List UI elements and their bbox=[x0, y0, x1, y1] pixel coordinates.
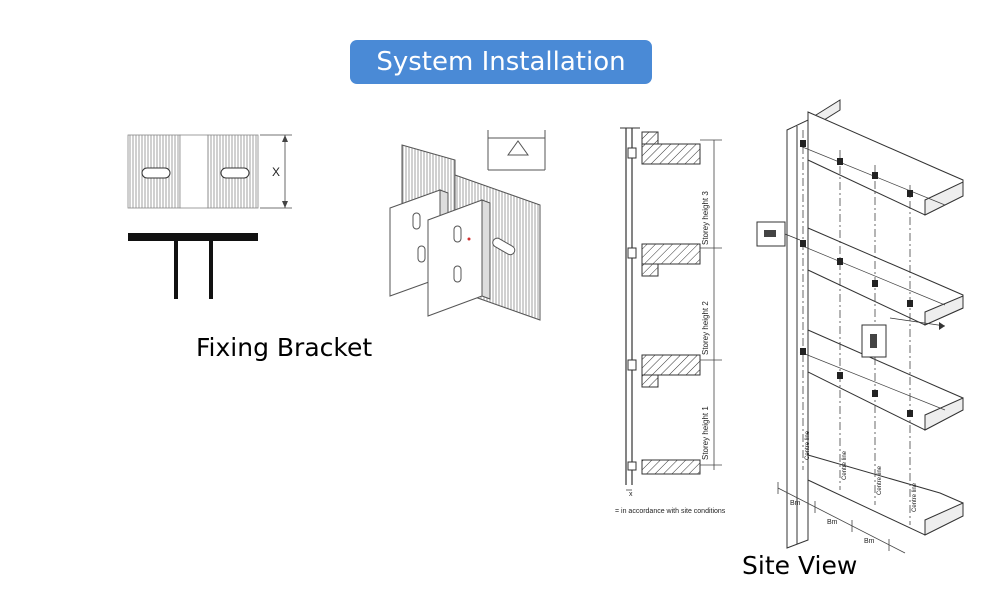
bracket-isometric-view bbox=[389, 130, 546, 321]
centre-line-label-4: Centre line bbox=[912, 482, 918, 512]
bracket-front-view: X bbox=[127, 134, 292, 209]
storey-height-2-label: Storey height 2 bbox=[701, 301, 710, 355]
spacing-label-3: Bm bbox=[864, 538, 875, 545]
storey-section-drawing: Storey height 3 Storey height 2 Storey h… bbox=[615, 127, 726, 515]
title-text: System Installation bbox=[376, 47, 626, 77]
bracket-section-view bbox=[128, 233, 258, 299]
site-view-caption: Site View bbox=[742, 551, 858, 580]
title-banner: System Installation bbox=[350, 40, 652, 84]
centre-line-label-1: Centre line bbox=[805, 430, 811, 460]
centre-line-label-3: Centre line bbox=[877, 465, 883, 495]
storey-height-3-label: Storey height 3 bbox=[701, 191, 710, 245]
centre-line-label-2: Centre line bbox=[842, 450, 848, 480]
storey-height-1-label: Storey height 1 bbox=[701, 406, 710, 460]
fixing-bracket-caption: Fixing Bracket bbox=[196, 333, 373, 362]
gap-marker-label: x bbox=[629, 491, 633, 498]
dimension-x-label: X bbox=[272, 165, 280, 179]
spacing-label-2: Bm bbox=[827, 519, 838, 526]
site-conditions-footnote: = in accordance with site conditions bbox=[615, 508, 726, 515]
spacing-label-1: Bm bbox=[790, 500, 801, 507]
site-view-drawing: Centre line Centre line Centre line Cent… bbox=[756, 99, 964, 554]
